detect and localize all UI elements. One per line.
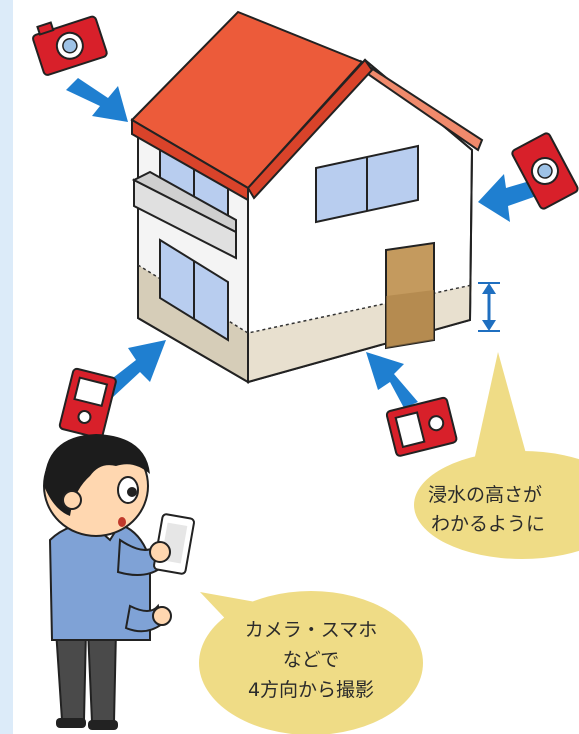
- house-illustration: [130, 10, 500, 384]
- speech-bubble-right: [414, 352, 579, 559]
- speech-bubble-bottom: [199, 591, 423, 734]
- camera-icon-bottom: [385, 396, 458, 457]
- bubble-bottom-line-1: カメラ・スマホ: [244, 619, 378, 641]
- speech-bubble-right-text: 浸水の高さが わかるように: [428, 481, 545, 539]
- bubble-bottom-line-2: などで: [282, 649, 340, 671]
- person-holding-smartphone: [43, 434, 195, 730]
- bubble-right-line-1: 浸水の高さが: [428, 484, 543, 506]
- camera-icon-left-lower: [58, 367, 117, 439]
- speech-bubble-bottom-text: カメラ・スマホ などで 4方向から撮影: [205, 615, 417, 705]
- camera-icon-right: [511, 132, 579, 210]
- left-side-strip: [0, 0, 13, 734]
- arrow-icon-bottom: [366, 352, 418, 408]
- bubble-bottom-line-3: 4方向から撮影: [247, 679, 375, 701]
- camera-icon-top-left: [32, 15, 108, 76]
- arrow-icon-top-left: [66, 78, 128, 122]
- height-arrow-icon: [478, 282, 500, 332]
- bubble-right-line-2: わかるように: [431, 513, 546, 535]
- roof-edge: [131, 118, 249, 202]
